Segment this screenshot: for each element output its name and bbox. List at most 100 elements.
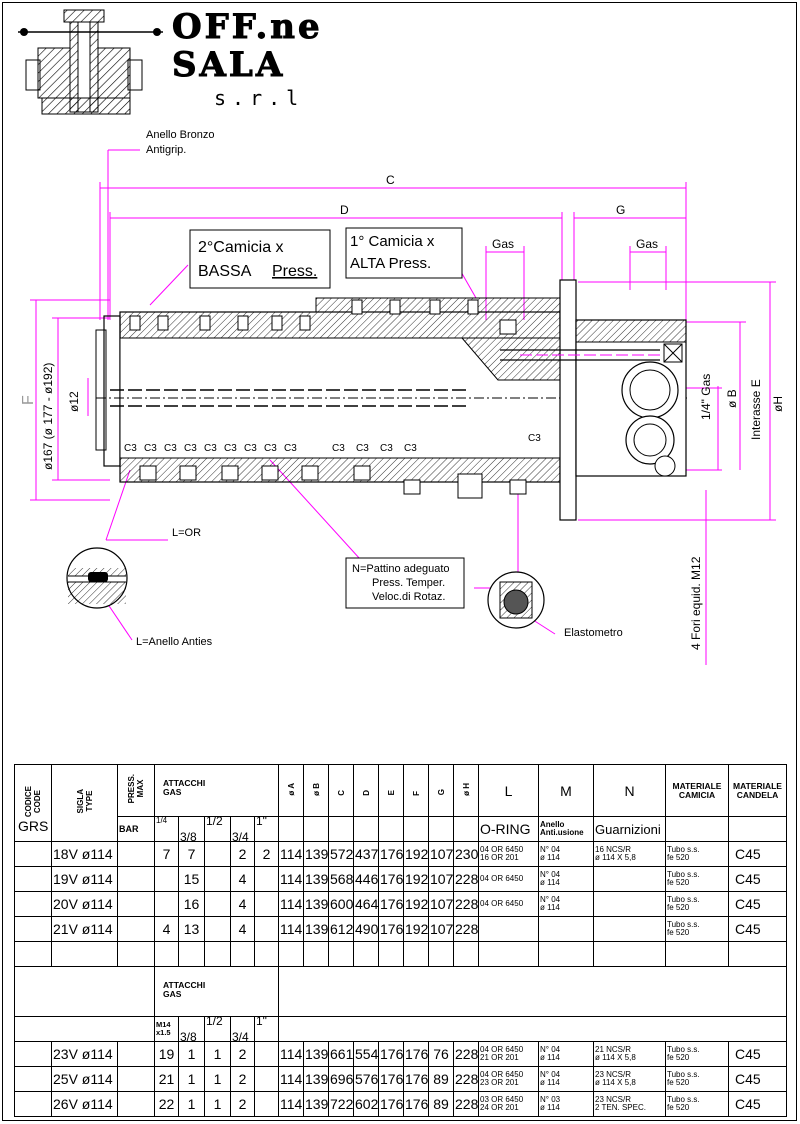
cell-h: 228 [453, 916, 479, 942]
cell-a1 [254, 1041, 279, 1067]
cell-p [117, 916, 155, 942]
dim-d-label: D [340, 203, 349, 217]
c3-label: C3 [380, 443, 393, 454]
cell-sigla: 20V ø114 [51, 891, 118, 917]
cell-d: 554 [353, 1041, 379, 1067]
cell-h: 228 [453, 1091, 479, 1117]
subheader-oring: O-RING [478, 816, 539, 842]
cell-e: 176 [378, 866, 404, 892]
c3-label: C3 [184, 443, 197, 454]
cell-a1 [254, 916, 279, 942]
cell-f: 192 [403, 866, 429, 892]
cell-a12: 1 [204, 1041, 231, 1067]
cell-g: 107 [428, 891, 454, 917]
cell-a: 114 [278, 841, 304, 867]
dim-phi-h-label: øH [771, 396, 785, 412]
cell-b: 139 [303, 866, 329, 892]
header-d: D [353, 764, 379, 817]
cell-a12 [204, 916, 231, 942]
cell-e: 176 [378, 1066, 404, 1092]
header-mat-camicia: MATERIALE CAMICIA [665, 764, 729, 817]
cell-a: 114 [278, 1091, 304, 1117]
cell-a: 114 [278, 866, 304, 892]
dim-f-label: F [20, 395, 37, 405]
cell-f: 176 [403, 1066, 429, 1092]
subheader-g1-2: 1" [254, 1016, 279, 1042]
cell-a1: 2 [254, 841, 279, 867]
cell-code [14, 1066, 52, 1092]
cell-a38: 1 [178, 1066, 205, 1092]
cell-h: 228 [453, 866, 479, 892]
cell-f: 192 [403, 891, 429, 917]
header-m: M [538, 764, 594, 817]
dim-g-label: G [616, 203, 625, 217]
cell-anello [538, 916, 594, 942]
subheader-g34: 3/4 [230, 816, 255, 842]
dim-phi167-label: ø167 (ø 177 - ø192) [41, 363, 55, 470]
cell-d: 576 [353, 1066, 379, 1092]
cell-e: 176 [378, 916, 404, 942]
cell-oring [478, 916, 539, 942]
cell-b: 139 [303, 891, 329, 917]
cell-c: 612 [328, 916, 354, 942]
cell-sigla: 19V ø114 [51, 866, 118, 892]
label-n-line1: N=Pattino adeguato [352, 563, 450, 575]
c3-label: C3 [356, 443, 369, 454]
cell-code [14, 916, 52, 942]
cell-p [117, 1091, 155, 1117]
cell-a34: 4 [230, 891, 255, 917]
subheader-g12: 1/2 [204, 816, 231, 842]
company-name-line3: s.r.l [214, 86, 305, 110]
cell-h: 228 [453, 1041, 479, 1067]
cell-code [14, 1041, 52, 1067]
cell-b: 139 [303, 1091, 329, 1117]
cell-g: 107 [428, 866, 454, 892]
cell-a34: 4 [230, 916, 255, 942]
cell-mat-candela: C45 [728, 916, 787, 942]
cell-mat-candela: C45 [728, 1066, 787, 1092]
cell-a1 [254, 1066, 279, 1092]
header-e: E [378, 764, 404, 817]
cell-a34: 2 [230, 1091, 255, 1117]
cell-g: 76 [428, 1041, 454, 1067]
cell-mat-candela: C45 [728, 841, 787, 867]
c3-label: C3 [124, 443, 137, 454]
code-grs: GRS [18, 818, 50, 834]
cell-a: 114 [278, 916, 304, 942]
cell-a14: 4 [154, 916, 179, 942]
logo-rotary-joint-icon [18, 9, 163, 115]
label-gas-1: Gas [492, 237, 514, 251]
cell-a14: 7 [154, 841, 179, 867]
label-antigrip: Antigrip. [146, 144, 186, 156]
label-l-or: L=OR [172, 527, 201, 539]
cell-mat-camicia: Tubo s.s.fe 520 [665, 1041, 729, 1067]
cell-e: 176 [378, 841, 404, 867]
cell-c: 568 [328, 866, 354, 892]
cell-g: 107 [428, 841, 454, 867]
label-n-line2: Press. Temper. [372, 577, 445, 589]
cell-g: 89 [428, 1066, 454, 1092]
cell-a1 [254, 1091, 279, 1117]
cell-a: 114 [278, 891, 304, 917]
label-l-anello: L=Anello Anties [136, 636, 213, 648]
cell-a14: 19 [154, 1041, 179, 1067]
label-anello-bronzo: Anello Bronzo [146, 129, 215, 141]
label-elastometro: Elastometro [564, 627, 623, 639]
cell-c: 572 [328, 841, 354, 867]
cell-p [117, 1066, 155, 1092]
cell-sigla: 21V ø114 [51, 916, 118, 942]
cell-a1 [254, 866, 279, 892]
cell-f: 176 [403, 1041, 429, 1067]
cell-mat-camicia: Tubo s.s.fe 520 [665, 1066, 729, 1092]
header-phi-b: ø B [303, 764, 329, 817]
